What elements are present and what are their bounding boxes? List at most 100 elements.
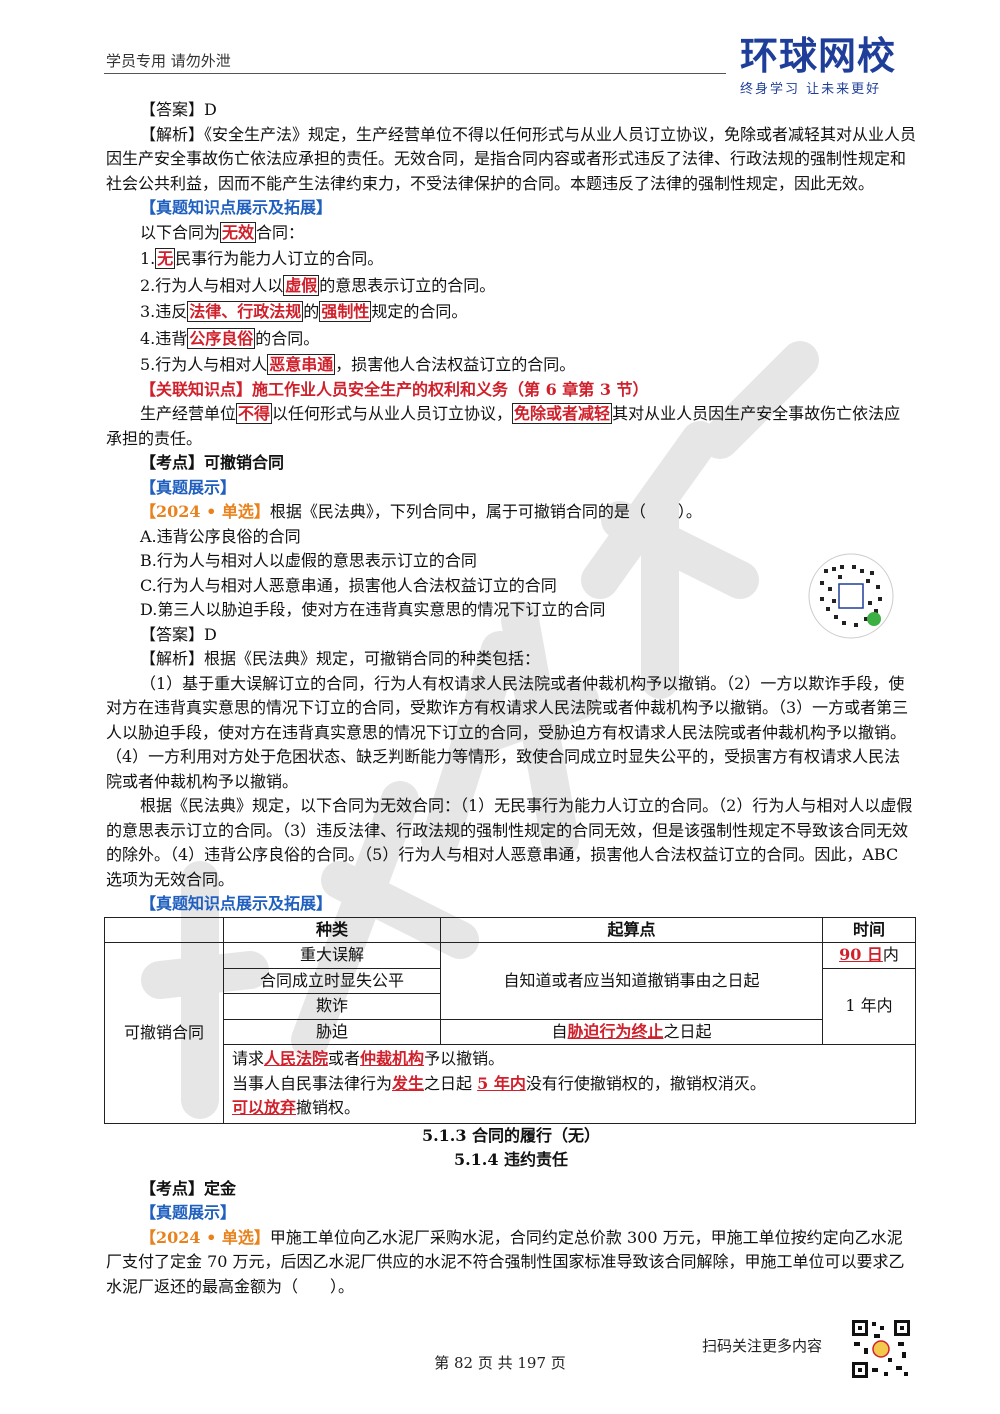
footer-qr-code-image bbox=[850, 1318, 912, 1380]
text: 合同： bbox=[256, 222, 305, 242]
highlight: 无 bbox=[155, 248, 176, 269]
table-header: 种类 bbox=[223, 916, 441, 943]
table-row: 欺诈 bbox=[105, 993, 916, 1020]
text: 生产经营单位 bbox=[140, 404, 237, 423]
question-tag: 【2024 • 单选】 bbox=[140, 502, 270, 521]
time-cell: 90 日内 bbox=[822, 942, 916, 969]
list-item: 3.违反法律、行政法规的强制性规定的合同。 bbox=[106, 300, 916, 325]
text: 的 bbox=[303, 302, 320, 321]
time-cell: 1 年内 bbox=[822, 967, 916, 1045]
list-item: 1.无民事行为能力人订立的合同。 bbox=[106, 247, 916, 272]
logo-brand-text: 环球网校 bbox=[740, 34, 897, 78]
option-a: A.违背公序良俗的合同 bbox=[140, 526, 301, 546]
text: 请求 bbox=[232, 1049, 265, 1068]
highlight: 虚假 bbox=[283, 274, 320, 296]
text: 1. bbox=[140, 249, 156, 268]
highlight: 不得 bbox=[236, 403, 273, 424]
highlight: 无效 bbox=[220, 221, 257, 243]
note-line: 请求人民法院或者仲裁机构予以撤销。 bbox=[232, 1047, 907, 1072]
notes-cell: 请求人民法院或者仲裁机构予以撤销。 当事人自民事法律行为发生之日起 5 年内没有… bbox=[223, 1044, 916, 1124]
text: 当事人自民事法律行为 bbox=[232, 1073, 393, 1093]
question-text: 根据《民法典》，下列合同中，属于可撤销合同的是（ ）。 bbox=[269, 502, 702, 521]
option-d: D.第三人以胁迫手段，使对方在违背真实意思的情况下订立的合同 bbox=[140, 600, 606, 619]
analysis-paragraph: （1）基于重大误解订立的合同，行为人有权请求人民法院或者仲裁机构予以撤销。（2）… bbox=[106, 673, 909, 791]
highlight: 人民法院 bbox=[264, 1049, 329, 1068]
text: 3.违反 bbox=[140, 302, 188, 321]
kp-heading: 【真题知识点展示及拓展】 bbox=[140, 198, 333, 217]
text: 内 bbox=[882, 945, 899, 964]
highlight: 发生 bbox=[392, 1073, 425, 1093]
text: 之日起 bbox=[663, 1021, 712, 1041]
highlight: 可以放弃 bbox=[232, 1098, 297, 1117]
highlight: 强制性 bbox=[319, 301, 372, 322]
page-content: 【答案】D 【解析】《安全生产法》规定，生产经营单位不得以任何形式与从业人员订立… bbox=[104, 98, 916, 1300]
answer-line: 【答案】D bbox=[140, 624, 217, 644]
table-row: 合同成立时显失公平 1 年内 bbox=[105, 967, 916, 1045]
type-cell: 欺诈 bbox=[223, 993, 441, 1020]
qr-code-image bbox=[808, 553, 894, 639]
question: 【2024 • 单选】甲施工单位向乙水泥厂采购水泥，合同约定总价款 300 万元… bbox=[106, 1226, 916, 1300]
option-c: C.行为人与相对人恶意串通，损害他人合法权益订立的合同 bbox=[140, 575, 557, 595]
type-cell: 胁迫 bbox=[223, 1018, 441, 1045]
text: 之日起 bbox=[424, 1073, 478, 1093]
text: 的意思表示订立的合同。 bbox=[319, 275, 496, 295]
type-cell: 重大误解 bbox=[223, 942, 441, 969]
start-cell: 自胁迫行为终止之日起 bbox=[440, 1018, 823, 1045]
text: ，损害他人合法权益订立的合同。 bbox=[335, 355, 576, 374]
highlight: 公序良俗 bbox=[187, 327, 256, 349]
highlight: 恶意串通 bbox=[267, 354, 336, 375]
row-label: 可撤销合同 bbox=[104, 942, 224, 1124]
header-divider bbox=[104, 73, 726, 74]
page-number: 第 82 页 共 197 页 bbox=[434, 1354, 566, 1372]
analysis-paragraph: 根据《民法典》规定，以下合同为无效合同：（1）无民事行为能力人订立的合同。（2）… bbox=[106, 796, 913, 889]
type-cell: 合同成立时显失公平 bbox=[223, 967, 441, 994]
highlight: 法律、行政法规 bbox=[187, 301, 304, 322]
text: 民事行为能力人订立的合同。 bbox=[175, 249, 384, 268]
list-item: 5.行为人与相对人恶意串通，损害他人合法权益订立的合同。 bbox=[106, 353, 916, 378]
text: 撤销权。 bbox=[296, 1098, 361, 1117]
zhenti-heading: 【真题展示】 bbox=[140, 477, 237, 497]
text: 自 bbox=[551, 1021, 568, 1041]
question: 【2024 • 单选】根据《民法典》，下列合同中，属于可撤销合同的是（ ）。 bbox=[106, 500, 916, 525]
highlight: 90 日 bbox=[839, 945, 883, 964]
text: 以任何形式与从业人员订立协议， bbox=[272, 404, 513, 423]
table-row: 请求人民法院或者仲裁机构予以撤销。 当事人自民事法律行为发生之日起 5 年内没有… bbox=[105, 1044, 916, 1124]
text: 4.违背 bbox=[140, 328, 188, 348]
text: 5.行为人与相对人 bbox=[140, 355, 268, 374]
analysis-paragraph: 【解析】《安全生产法》规定，生产经营单位不得以任何形式与从业人员订立协议，免除或… bbox=[106, 123, 916, 197]
highlight: 胁迫行为终止 bbox=[567, 1021, 664, 1041]
analysis-head: 【解析】根据《民法典》规定，可撤销合同的种类包括： bbox=[140, 649, 541, 668]
text: 2.行为人与相对人以 bbox=[140, 275, 284, 295]
list-item: 4.违背公序良俗的合同。 bbox=[106, 327, 916, 352]
answer-line: 【答案】D bbox=[140, 100, 217, 119]
text: 规定的合同。 bbox=[371, 302, 468, 321]
table-row: 胁迫 自胁迫行为终止之日起 bbox=[105, 1018, 916, 1045]
list-item: 2.行为人与相对人以虚假的意思表示订立的合同。 bbox=[106, 274, 916, 299]
question-tag: 【2024 • 单选】 bbox=[140, 1227, 270, 1247]
related-kp-heading: 【关联知识点】施工作业人员安全生产的权利和义务（第 6 章第 3 节） bbox=[140, 379, 649, 399]
section-title: 5.1.3 合同的履行（无） bbox=[421, 1125, 601, 1145]
zhenti-heading: 【真题展示】 bbox=[140, 1203, 237, 1222]
related-paragraph: 生产经营单位不得以任何形式与从业人员订立协议，免除或者减轻其对从业人员因生产安全… bbox=[106, 402, 916, 451]
highlight: 5 年内 bbox=[477, 1073, 526, 1093]
text: 的合同。 bbox=[255, 328, 320, 348]
analysis-text: 【解析】《安全生产法》规定，生产经营单位不得以任何形式与从业人员订立协议，免除或… bbox=[106, 124, 917, 193]
table-header: 起算点 bbox=[440, 916, 823, 943]
brand-logo: 环球网校 终身学习 让未来更好 bbox=[740, 36, 920, 98]
option-b: B.行为人与相对人以虚假的意思表示订立的合同 bbox=[140, 551, 477, 570]
text: 或者 bbox=[328, 1049, 361, 1068]
table-header-row: 种类 起算点 时间 bbox=[104, 916, 916, 943]
table-corner bbox=[104, 916, 224, 943]
logo-slogan: 终身学习 让未来更好 bbox=[740, 82, 882, 97]
invalid-intro: 以下合同为无效合同： bbox=[106, 221, 916, 246]
highlight: 免除或者减轻 bbox=[512, 403, 613, 424]
start-cell: 自知道或者应当知道撤销事由之日起 bbox=[440, 942, 823, 1020]
table-header: 时间 bbox=[822, 916, 916, 943]
table-row: 可撤销合同 重大误解 自知道或者应当知道撤销事由之日起 90 日内 bbox=[104, 942, 916, 1124]
revocable-contract-table: 种类 起算点 时间 可撤销合同 重大误解 自知道或者应当知道撤销事由之日起 90… bbox=[104, 916, 916, 1124]
highlight: 仲裁机构 bbox=[360, 1049, 425, 1068]
kp-heading: 【真题知识点展示及拓展】 bbox=[140, 894, 333, 913]
footer-qr-caption: 扫码关注更多内容 bbox=[702, 1337, 823, 1355]
text: 予以撤销。 bbox=[424, 1049, 505, 1068]
text: 没有行使撤销权的，撤销权消灭。 bbox=[525, 1073, 766, 1093]
